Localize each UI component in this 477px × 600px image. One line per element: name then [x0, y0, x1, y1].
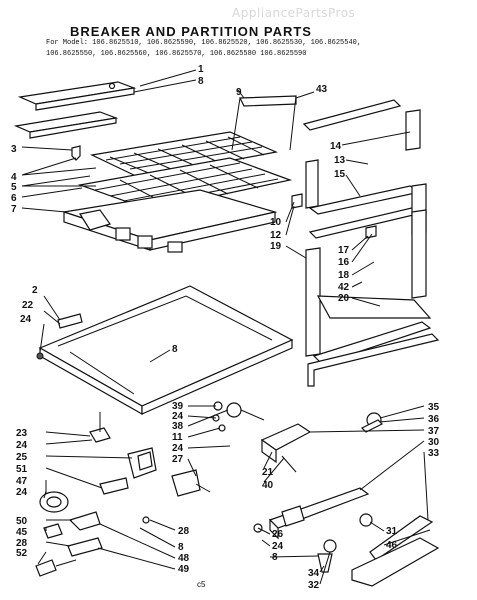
callout-2: 2	[32, 285, 38, 296]
callout-13: 13	[334, 155, 346, 166]
callout-14: 14	[330, 141, 342, 152]
callout-19: 19	[270, 241, 282, 252]
callout-50: 50	[16, 516, 28, 527]
callout-11: 11	[172, 432, 183, 443]
callout-26: 26	[272, 529, 284, 540]
callout-37: 37	[428, 426, 440, 437]
callout-30: 30	[428, 437, 440, 448]
callout-8-d: 8	[272, 552, 278, 563]
callout-24-e: 24	[16, 487, 28, 498]
callout-labels: 1 8 9 3 4 5 6 7 43 14 13 15 10 12 19 17 …	[11, 64, 440, 591]
callout-16: 16	[338, 257, 350, 268]
callout-22: 22	[22, 300, 34, 311]
callout-28: 28	[16, 538, 28, 549]
callout-45: 45	[16, 527, 28, 538]
callout-42: 42	[338, 282, 350, 293]
callout-4: 4	[11, 172, 17, 183]
callout-1: 1	[198, 64, 204, 75]
callout-18: 18	[338, 270, 350, 281]
callout-32: 32	[308, 580, 320, 591]
drip-tray	[63, 189, 278, 253]
callout-35: 35	[428, 402, 440, 413]
callout-24-b: 24	[172, 411, 184, 422]
callout-3: 3	[11, 144, 17, 155]
callout-36: 36	[428, 414, 440, 425]
callout-46: 46	[386, 540, 398, 551]
callout-28-b: 28	[178, 526, 190, 537]
callout-21: 21	[262, 467, 274, 478]
diagram-title: BREAKER AND PARTITION PARTS	[70, 24, 312, 39]
callout-34: 34	[308, 568, 320, 579]
model-list: For Model: 106.8625510, 106.8625590, 106…	[46, 38, 361, 60]
callout-20: 20	[338, 293, 350, 304]
callout-5: 5	[11, 182, 17, 193]
callout-23: 23	[16, 428, 28, 439]
callout-24: 24	[20, 314, 32, 325]
callout-40: 40	[262, 480, 274, 491]
callout-24-d: 24	[16, 440, 28, 451]
callout-43: 43	[316, 84, 328, 95]
shelf-cover	[36, 285, 294, 416]
callout-49: 49	[178, 564, 190, 575]
callout-33: 33	[428, 448, 440, 459]
callout-12: 12	[270, 230, 282, 241]
callout-39: 39	[172, 401, 184, 412]
callout-52: 52	[16, 548, 28, 559]
callout-17: 17	[338, 245, 350, 256]
callout-15: 15	[334, 169, 346, 180]
callout-27: 27	[172, 454, 184, 465]
watermark: AppliancePartsPros	[232, 6, 356, 20]
callout-8: 8	[198, 76, 204, 87]
control-parts-left	[35, 412, 211, 577]
partition-frames	[291, 99, 440, 387]
callout-48: 48	[178, 553, 190, 564]
callout-25: 25	[16, 452, 28, 463]
model-line-2: 106.8625550, 106.8625560, 106.8625570, 1…	[46, 50, 307, 58]
callout-7: 7	[11, 204, 17, 215]
model-line-1: For Model: 106.8625510, 106.8625590, 106…	[46, 39, 362, 47]
control-parts-right	[212, 401, 440, 587]
breaker-strip	[13, 81, 137, 161]
diagram-code: c5	[197, 580, 206, 589]
callout-47: 47	[16, 476, 28, 487]
callout-6: 6	[11, 193, 17, 204]
callout-8-shelf: 8	[172, 344, 178, 355]
callout-31: 31	[386, 526, 398, 537]
callout-51: 51	[16, 464, 28, 475]
callout-24-c: 24	[172, 443, 184, 454]
callout-38: 38	[172, 421, 184, 432]
callout-8-c: 8	[178, 542, 184, 553]
leader-lines	[21, 69, 431, 585]
callout-10: 10	[270, 217, 282, 228]
callout-9: 9	[236, 87, 242, 98]
callout-24-f: 24	[272, 541, 284, 552]
